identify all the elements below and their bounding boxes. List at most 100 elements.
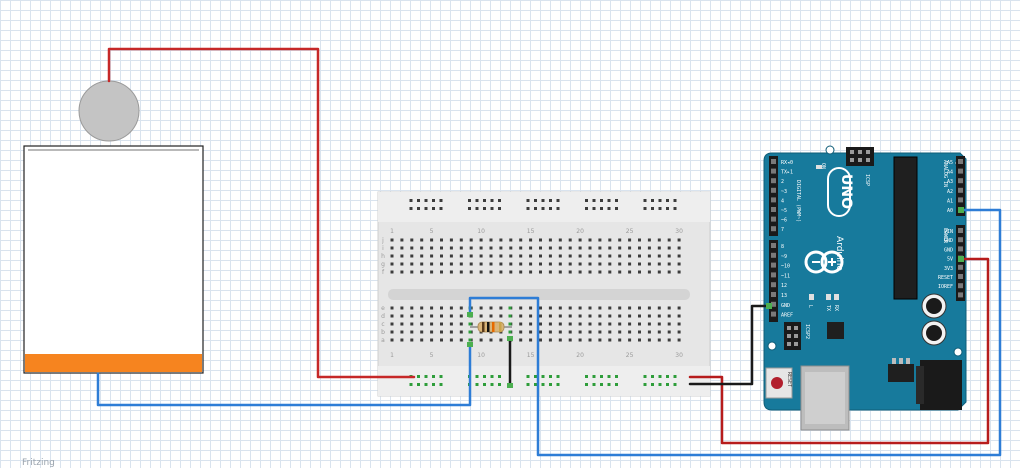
breadboard-hole <box>420 246 424 250</box>
header-pin <box>771 262 776 268</box>
breadboard-hole <box>449 338 453 342</box>
power-jack <box>920 360 962 410</box>
breadboard-hole <box>420 330 424 334</box>
power-pin-label: IOREF <box>938 284 953 290</box>
tank-body <box>23 145 204 374</box>
uno-model-label: UNO <box>838 174 854 209</box>
connected-hole <box>508 330 512 334</box>
breadboard-hole <box>657 238 661 242</box>
breadboard-hole <box>390 306 394 310</box>
rail-hole <box>409 207 413 210</box>
breadboard-hole <box>677 262 681 266</box>
blue-wire-tank-to-breadboard <box>96 343 472 407</box>
column-number: 25 <box>626 228 634 235</box>
rail-hole <box>417 375 420 378</box>
power-header <box>956 225 965 301</box>
digital-pin-label: ~6 <box>781 218 787 224</box>
breadboard-hole <box>558 246 562 250</box>
header-pin <box>958 197 963 203</box>
arduino-brand-label: Arduino <box>834 236 844 271</box>
breadboard-hole <box>489 270 493 274</box>
breadboard-hole <box>539 238 542 242</box>
breadboard-hole <box>449 330 453 334</box>
rail-hole <box>600 199 603 202</box>
breadboard-hole <box>400 322 404 326</box>
rail-hole <box>673 383 677 386</box>
float-sensor-ball <box>78 80 140 142</box>
breadboard-hole <box>578 254 582 258</box>
breadboard-hole <box>509 262 513 266</box>
breadboard-hole <box>479 306 483 310</box>
breadboard-hole <box>638 338 641 342</box>
breadboard-hole <box>459 254 463 258</box>
breadboard-hole <box>499 246 503 250</box>
breadboard-hole <box>449 254 453 258</box>
breadboard-hole <box>657 330 661 334</box>
column-number: 1 <box>390 352 394 359</box>
row-letter: f <box>382 269 385 276</box>
breadboard-hole <box>618 270 622 274</box>
breadboard-hole <box>499 338 503 342</box>
row-letter: j <box>381 237 384 244</box>
column-number: 5 <box>430 228 434 235</box>
breadboard-hole <box>647 254 651 258</box>
header-pin <box>771 243 776 248</box>
breadboard-hole <box>548 314 552 318</box>
breadboard-hole <box>410 314 414 318</box>
breadboard-hole <box>588 270 592 274</box>
header-pin <box>771 282 776 288</box>
breadboard-hole <box>677 338 681 342</box>
breadboard-hole <box>420 262 424 266</box>
breadboard-hole <box>638 306 641 310</box>
breadboard-hole <box>667 254 671 258</box>
row-letter: h <box>381 253 385 260</box>
connected-hole <box>468 330 472 334</box>
power-pin-label: GND <box>944 247 953 253</box>
breadboard-hole <box>509 238 513 242</box>
breadboard-hole <box>449 246 453 250</box>
breadboard-hole <box>489 238 493 242</box>
breadboard-hole <box>430 306 434 310</box>
breadboard-hole <box>598 270 602 274</box>
breadboard-hole <box>578 246 582 250</box>
rail-hole <box>483 207 486 210</box>
breadboard-hole <box>628 306 632 310</box>
rail-hole <box>549 207 552 210</box>
connected-hole <box>468 322 472 326</box>
rail-hole <box>556 207 560 210</box>
rail-hole <box>673 375 677 378</box>
rail-hole <box>417 383 420 386</box>
rail-hole <box>658 207 662 210</box>
rail-hole <box>592 383 596 386</box>
breadboard-hole <box>628 330 632 334</box>
rail-hole <box>490 383 494 386</box>
breadboard-hole <box>558 330 562 334</box>
rail-hole <box>615 207 618 210</box>
breadboard-hole <box>459 262 463 266</box>
rail-hole <box>475 207 479 210</box>
breadboard-hole <box>499 270 503 274</box>
rail-hole <box>432 375 435 378</box>
breadboard-hole <box>638 330 641 334</box>
rail-hole <box>592 199 596 202</box>
rail-hole <box>651 199 654 202</box>
rail-hole <box>424 383 428 386</box>
header-pin <box>771 216 776 222</box>
breadboard-hole <box>529 254 533 258</box>
breadboard-hole <box>638 246 641 250</box>
breadboard-hole <box>449 306 453 310</box>
breadboard-hole <box>519 306 523 310</box>
atmega-chip <box>893 156 918 300</box>
breadboard-hole <box>410 338 414 342</box>
rail-hole <box>600 207 603 210</box>
breadboard-hole <box>430 262 434 266</box>
breadboard-hole <box>400 246 404 250</box>
power-header-label: POWER <box>942 228 948 244</box>
breadboard-hole <box>539 314 542 318</box>
breadboard-hole <box>638 322 641 326</box>
breadboard-hole <box>420 238 424 242</box>
rail-hole <box>607 375 611 378</box>
breadboard-hole <box>647 270 651 274</box>
connected-hole <box>508 322 512 326</box>
breadboard-hole <box>548 330 552 334</box>
